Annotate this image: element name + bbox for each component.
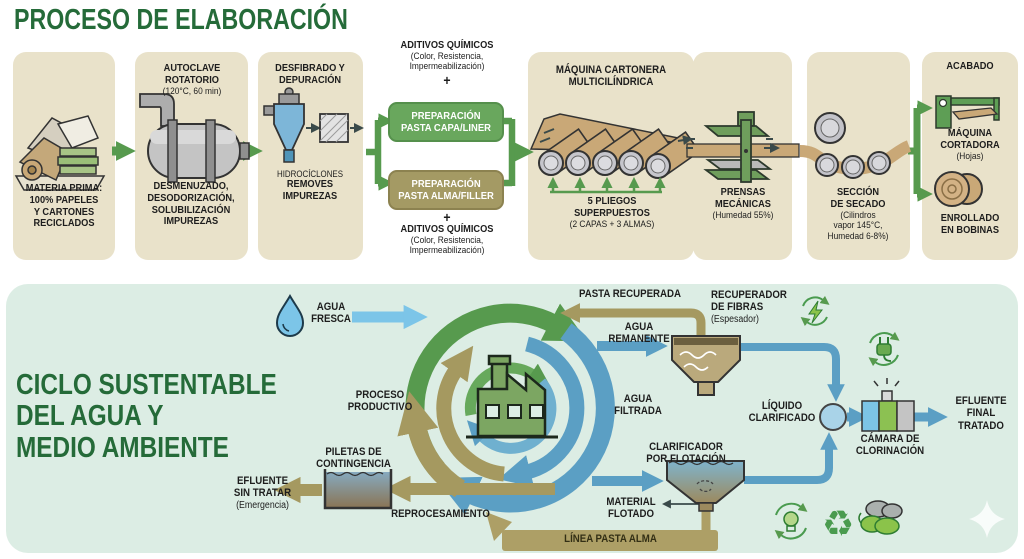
- cycle-title: CICLO SUSTENTABLE DEL AGUA Y MEDIO AMBIE…: [16, 369, 277, 464]
- label-efluente-sin-tratar: EFLUENTE SIN TRATAR(Emergencia): [233, 475, 292, 511]
- label-secado: SECCIÓN DE SECADO(Cilindros vapor 145°C,…: [827, 186, 889, 242]
- label-material-flotado: MATERIAL FLOTADO: [606, 496, 656, 521]
- label-piletas: PILETAS DE CONTINGENCIA: [316, 446, 391, 471]
- label-reprocesamiento: REPROCESAMIENTO: [391, 508, 490, 520]
- label-camara-clorinacion: CÁMARA DE CLORINACIÓN: [855, 433, 925, 458]
- label-liquido-clarificado: LÍQUIDO CLARIFICADO: [748, 400, 816, 425]
- label-aditivos-top: ADITIVOS QUÍMICOS (Color, Resistencia, I…: [400, 39, 494, 88]
- label-desmenuzado: DESMENUZADO, DESODORIZACIÓN, SOLUBILIZAC…: [147, 180, 235, 228]
- label-efluente-final: EFLUENTE FINAL TRATADO: [955, 395, 1007, 432]
- label-pasta-recuperada: PASTA RECUPERADA: [578, 288, 681, 300]
- label-pliegos: 5 PLIEGOS SUPERPUESTOS(2 CAPAS + 3 ALMAS…: [569, 195, 655, 230]
- label-agua-remanente: AGUA REMANENTE: [608, 321, 670, 346]
- label-agua-filtrada: AGUA FILTRADA: [614, 393, 662, 418]
- label-enrollado: ENROLLADO EN BOBINAS: [940, 212, 1000, 236]
- label-agua-fresca: AGUA FRESCA: [311, 301, 351, 326]
- label-autoclave: AUTOCLAVE ROTATORIO(120°C, 60 min): [162, 62, 222, 97]
- label-linea-pasta-alma: LÍNEA PASTA ALMA: [564, 533, 657, 545]
- prep-pasta-liner-box: PREPARACIÓN PASTA CAPA/LINER: [388, 102, 504, 142]
- label-recuperador: RECUPERADOR DE FIBRAS(Espesador): [711, 289, 787, 325]
- process-title: PROCESO DE ELABORACIÓN: [14, 4, 348, 36]
- label-maquina-cartonera: MÁQUINA CARTONERA MULTICILÍNDRICA: [555, 64, 667, 89]
- label-clarificador: CLARIFICADOR POR FLOTACIÓN: [646, 441, 726, 466]
- panel-desfibrado: [258, 52, 363, 260]
- label-aditivos-bottom: + ADITIVOS QUÍMICOS (Color, Resistencia,…: [400, 209, 494, 257]
- label-acabado: ACABADO: [946, 60, 994, 72]
- label-proceso-productivo: PROCESO PRODUCTIVO: [347, 389, 413, 414]
- label-materia-prima: MATERIA PRIMA: 100% PAPELES Y CARTONES R…: [25, 182, 103, 230]
- label-cortadora: MÁQUINA CORTADORA(Hojas): [940, 127, 1000, 162]
- label-prensas: PRENSAS MECÁNICAS(Humedad 55%): [712, 186, 774, 221]
- panel-prensas: [693, 52, 792, 260]
- label-desfibrado: DESFIBRADO Y DEPURACIÓN: [275, 62, 345, 86]
- prep-pasta-filler-box: PREPARACIÓN PASTA ALMA/FILLER: [388, 170, 504, 210]
- panel-acabado: [922, 52, 1018, 260]
